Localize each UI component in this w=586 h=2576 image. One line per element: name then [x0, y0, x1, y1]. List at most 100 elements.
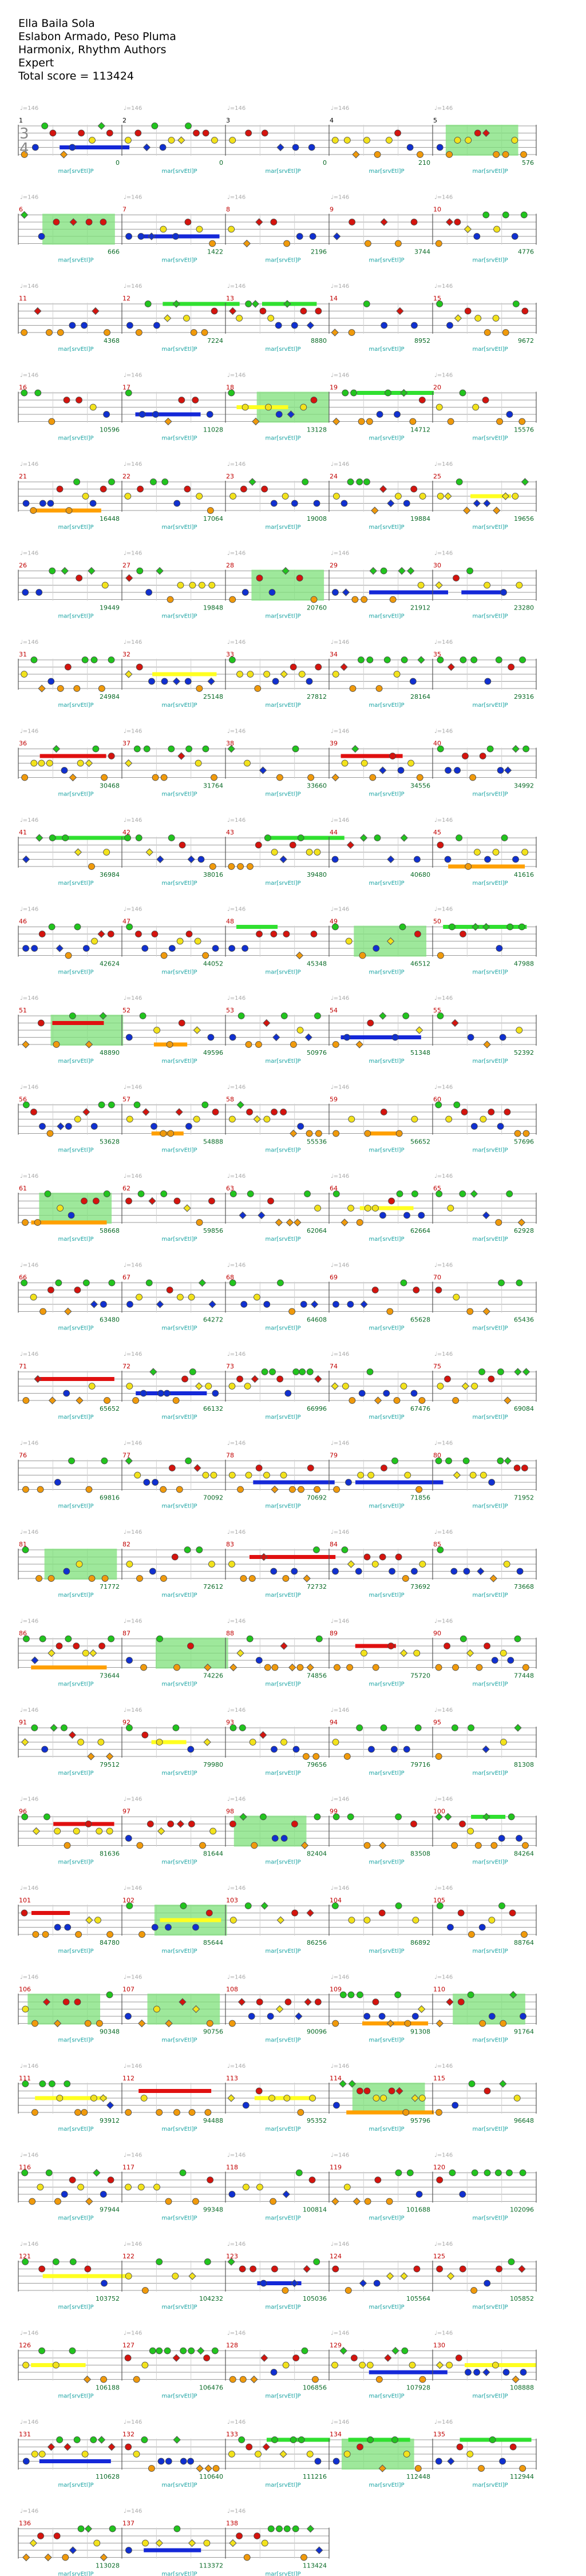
note-red: [146, 1821, 154, 1827]
measure-number: 29: [330, 562, 338, 569]
note-green: [470, 1190, 478, 1198]
measure-number: 48: [226, 918, 234, 925]
note-yellow: [474, 849, 481, 856]
note-red: [445, 218, 454, 226]
measure-score: 107928: [406, 2384, 430, 2392]
note-orange: [46, 329, 53, 336]
activation-label: mar[srvEtl]P: [369, 1770, 404, 1776]
note-blue: [304, 1033, 312, 1042]
tempo-marker: ♩=146: [227, 2508, 246, 2515]
note-red: [315, 663, 322, 671]
sustain-green: [348, 2437, 410, 2442]
tempo-marker: ♩=146: [434, 2419, 453, 2425]
sustain-green: [264, 836, 345, 840]
tempo-marker: ♩=146: [227, 1263, 246, 1269]
note-yellow: [193, 1115, 200, 1123]
note-red: [78, 129, 85, 137]
note-green: [299, 1368, 306, 1375]
note-blue: [282, 2190, 290, 2198]
tempo-marker: ♩=146: [227, 817, 246, 824]
measure-number: 135: [433, 2431, 445, 2438]
note-yellow: [228, 2451, 235, 2458]
note-orange: [332, 417, 340, 426]
activation-label: mar[srvEtl]P: [161, 1948, 197, 1954]
note-blue: [482, 1211, 490, 1220]
note-orange: [196, 685, 203, 692]
note-yellow: [393, 671, 401, 678]
note-red: [372, 1999, 379, 2005]
activation-label: mar[srvEtl]P: [472, 1948, 508, 1954]
note-green: [229, 1190, 237, 1197]
note-blue: [270, 500, 278, 507]
measure-score: 77448: [514, 1672, 534, 1680]
note-green: [139, 1012, 146, 1019]
note-blue: [187, 855, 195, 864]
note-green: [331, 923, 339, 931]
measure-number: 74: [330, 1363, 338, 1370]
note-red: [357, 2443, 363, 2451]
note-blue: [272, 1033, 280, 1042]
activation-label: mar[srvEtl]P: [472, 168, 508, 175]
note-green: [229, 1279, 236, 1287]
note-orange: [302, 1753, 310, 1760]
note-red: [488, 1375, 495, 1383]
measure-number: 80: [433, 1452, 441, 1459]
note-orange: [199, 1842, 206, 1849]
note-red: [300, 307, 307, 315]
note-red: [76, 397, 82, 403]
note-orange: [165, 2019, 173, 2028]
tempo-marker: ♩=146: [331, 817, 349, 824]
note-blue: [185, 1123, 192, 1130]
note-orange: [160, 1130, 167, 1137]
activation-label: mar[srvEtl]P: [265, 2482, 300, 2488]
note-orange: [275, 1218, 283, 1226]
tempo-marker: ♩=146: [20, 195, 38, 201]
measure-score: 64272: [203, 1316, 223, 1324]
note-green: [20, 211, 29, 219]
note-yellow: [196, 493, 203, 500]
note-blue: [355, 1568, 362, 1575]
note-green: [21, 1279, 28, 1287]
measure-score: 14712: [410, 426, 430, 434]
activation-label: mar[srvEtl]P: [369, 2215, 404, 2222]
activation-label: mar[srvEtl]P: [369, 436, 404, 442]
measure-score: 48890: [100, 1049, 120, 1056]
note-blue: [516, 1835, 522, 1842]
note-blue: [22, 589, 29, 596]
note-green: [126, 1724, 133, 1731]
note-red: [389, 753, 396, 759]
note-orange: [104, 329, 110, 336]
note-orange: [394, 240, 402, 247]
sustain-blue: [340, 1035, 421, 1039]
note-yellow: [137, 2183, 145, 2191]
measure-score: 75720: [410, 1672, 430, 1680]
note-orange: [22, 2553, 30, 2562]
note-blue: [373, 945, 380, 952]
note-orange: [375, 685, 383, 692]
note-green: [73, 2436, 81, 2443]
measure-score: 65436: [514, 1316, 534, 1324]
measure-score: 7224: [207, 337, 223, 345]
note-yellow: [276, 1916, 285, 1924]
note-orange: [476, 1664, 483, 1671]
note-green: [363, 300, 370, 307]
tempo-marker: ♩=146: [434, 995, 453, 1002]
activation-label: mar[srvEtl]P: [265, 258, 300, 264]
activation-label: mar[srvEtl]P: [58, 792, 93, 798]
note-yellow: [464, 225, 472, 234]
note-green: [498, 1902, 505, 1909]
note-red: [172, 2354, 180, 2362]
measure-number: 99: [330, 1808, 338, 1815]
note-green: [489, 2436, 496, 2443]
measure-number: 127: [122, 2342, 134, 2349]
activation-label: mar[srvEtl]P: [472, 1681, 508, 1688]
activation-label: mar[srvEtl]P: [369, 1592, 404, 1598]
measure-number: 46: [19, 918, 27, 925]
note-yellow: [153, 2005, 160, 2013]
note-orange: [100, 2553, 108, 2562]
tempo-marker: ♩=146: [20, 907, 38, 913]
note-orange: [81, 2109, 88, 2116]
measure-score: 30468: [100, 782, 120, 790]
note-red: [192, 397, 199, 403]
measure-score: 84780: [100, 1939, 120, 1946]
